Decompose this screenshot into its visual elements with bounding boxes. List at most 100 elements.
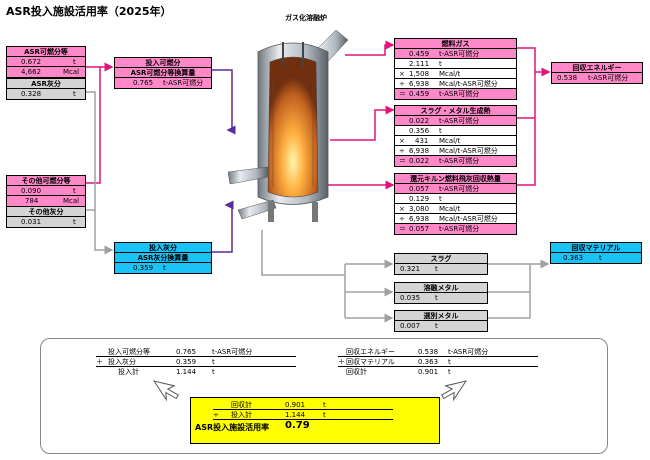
operator: ＝ [399,225,406,233]
unit-label: t [73,187,76,195]
unit-label: t [323,401,326,409]
kiln-fuel-header: 還元キルン燃料飛灰回収熱量 [395,174,516,184]
unit-label: t-ASR可燃分 [588,74,629,82]
unit-label: t [435,294,438,302]
slag-metal-equals: 0.022 [409,157,430,165]
unit-label: t-ASR可燃分 [439,185,480,193]
unit-label: t [323,411,326,419]
summary-value: 0.359 [176,358,197,366]
unit-label: t [212,368,215,376]
summary-panel [40,338,608,454]
asr-ash-value: 0.328 [21,90,42,98]
summary-value: 0.538 [418,348,439,356]
unit-label: t [439,195,442,203]
sorted-metal-header: 選別メタル [395,311,487,321]
furnace-label: ガス化溶融炉 [285,14,327,22]
other-ash-header: その他灰分 [7,207,85,217]
summary-label: 投入計 [118,368,139,376]
summary-label: 投入可燃分等 [108,348,150,356]
input-combustible-value: 0.765 [133,79,154,87]
kiln-fuel-divisor: 6,938 [409,215,430,223]
unit-label: t [439,60,442,68]
unit-label: t [435,322,438,330]
summary-value: 1.144 [176,368,197,376]
kiln-fuel-equals: 0.057 [409,225,430,233]
slag-value: 0.321 [400,265,421,273]
unit-label: t [599,254,602,262]
unit-label: t [448,358,451,366]
result-label: 投入計 [231,411,252,419]
fuel-gas-divisor: 6,938 [409,80,430,88]
arrow-left-down-icon [152,380,179,402]
unit-label: Mcal/t-ASR可燃分 [439,147,498,155]
operator: × [399,137,405,145]
input-ash-subheader: ASR灰分換算量 [115,253,211,263]
unit-label: t [212,358,215,366]
unit-label: t-ASR可燃分 [448,348,489,356]
operator: ÷ [399,80,405,88]
unit-label: t-ASR可燃分 [439,157,480,165]
unit-label: Mcal [63,197,80,205]
operator: ＝ [399,157,406,165]
other-ash-value: 0.031 [21,218,42,226]
unit-label: t [448,368,451,376]
unit-label: t [435,265,438,273]
recovered-energy-value: 0.538 [557,74,578,82]
unit-label: t-ASR可燃分 [439,225,480,233]
unit-label: Mcal/t-ASR可燃分 [439,215,498,223]
summary-value: 0.363 [418,358,439,366]
input-combustible-header: 投入可燃分 [115,58,211,68]
summary-value: 0.901 [418,368,439,376]
slag-metal-divisor: 6,938 [409,147,430,155]
gasification-melting-furnace-icon [228,29,349,222]
other-combustible-box: その他可燃分等 0.090 t 784 Mcal [6,175,86,207]
summary-label: 投入灰分 [108,358,136,366]
unit-label: Mcal/t [439,70,461,78]
molten-metal-value: 0.035 [400,294,421,302]
operator: ＋ [96,358,103,366]
unit-label: Mcal/t [439,205,461,213]
other-combustible-weight: 0.090 [21,187,42,195]
other-combustible-header: その他可燃分等 [7,176,85,186]
asr-ash-header: ASR灰分 [7,79,85,89]
slag-metal-heat-header: スラグ・メタル生成熱 [395,106,516,116]
recovered-energy-box: 回収エネルギー 0.538 t-ASR可燃分 [551,62,643,84]
other-combustible-heat: 784 [25,197,39,205]
operator: ÷ [213,411,219,419]
unit-label: t [73,90,76,98]
unit-label: Mcal/t [439,137,461,145]
slag-metal-heat-factor: 431 [415,137,429,145]
operator: × [399,70,405,78]
arrow-right-down-icon [441,380,468,402]
recovered-material-box: 回収マテリアル 0.363 t [550,242,642,264]
recovered-energy-header: 回収エネルギー [552,63,642,73]
fuel-gas-weight: 2.111 [409,60,430,68]
operator: ÷ [399,215,405,223]
summary-value: 0.765 [176,348,197,356]
unit-label: t-ASR可燃分 [163,79,204,87]
operator: ÷ [399,147,405,155]
unit-label: Mcal/t-ASR可燃分 [439,80,498,88]
recovered-material-header: 回収マテリアル [551,243,641,253]
recovered-material-value: 0.363 [563,254,584,262]
molten-metal-header: 溶融メタル [395,283,487,293]
fuel-gas-result: 0.459 [409,50,430,58]
unit-label: t [73,58,76,66]
fuel-gas-equals: 0.459 [409,90,430,98]
utilization-rate-label: ASR投入施設活用率 [195,423,270,432]
page-title: ASR投入施設活用率（2025年） [6,5,172,18]
kiln-fuel-weight: 0.129 [409,195,430,203]
operator: ＝ [399,90,406,98]
unit-label: t-ASR可燃分 [439,117,480,125]
utilization-rate-value: 0.79 [285,420,310,431]
asr-combustible-header: ASR可燃分等 [7,47,85,57]
